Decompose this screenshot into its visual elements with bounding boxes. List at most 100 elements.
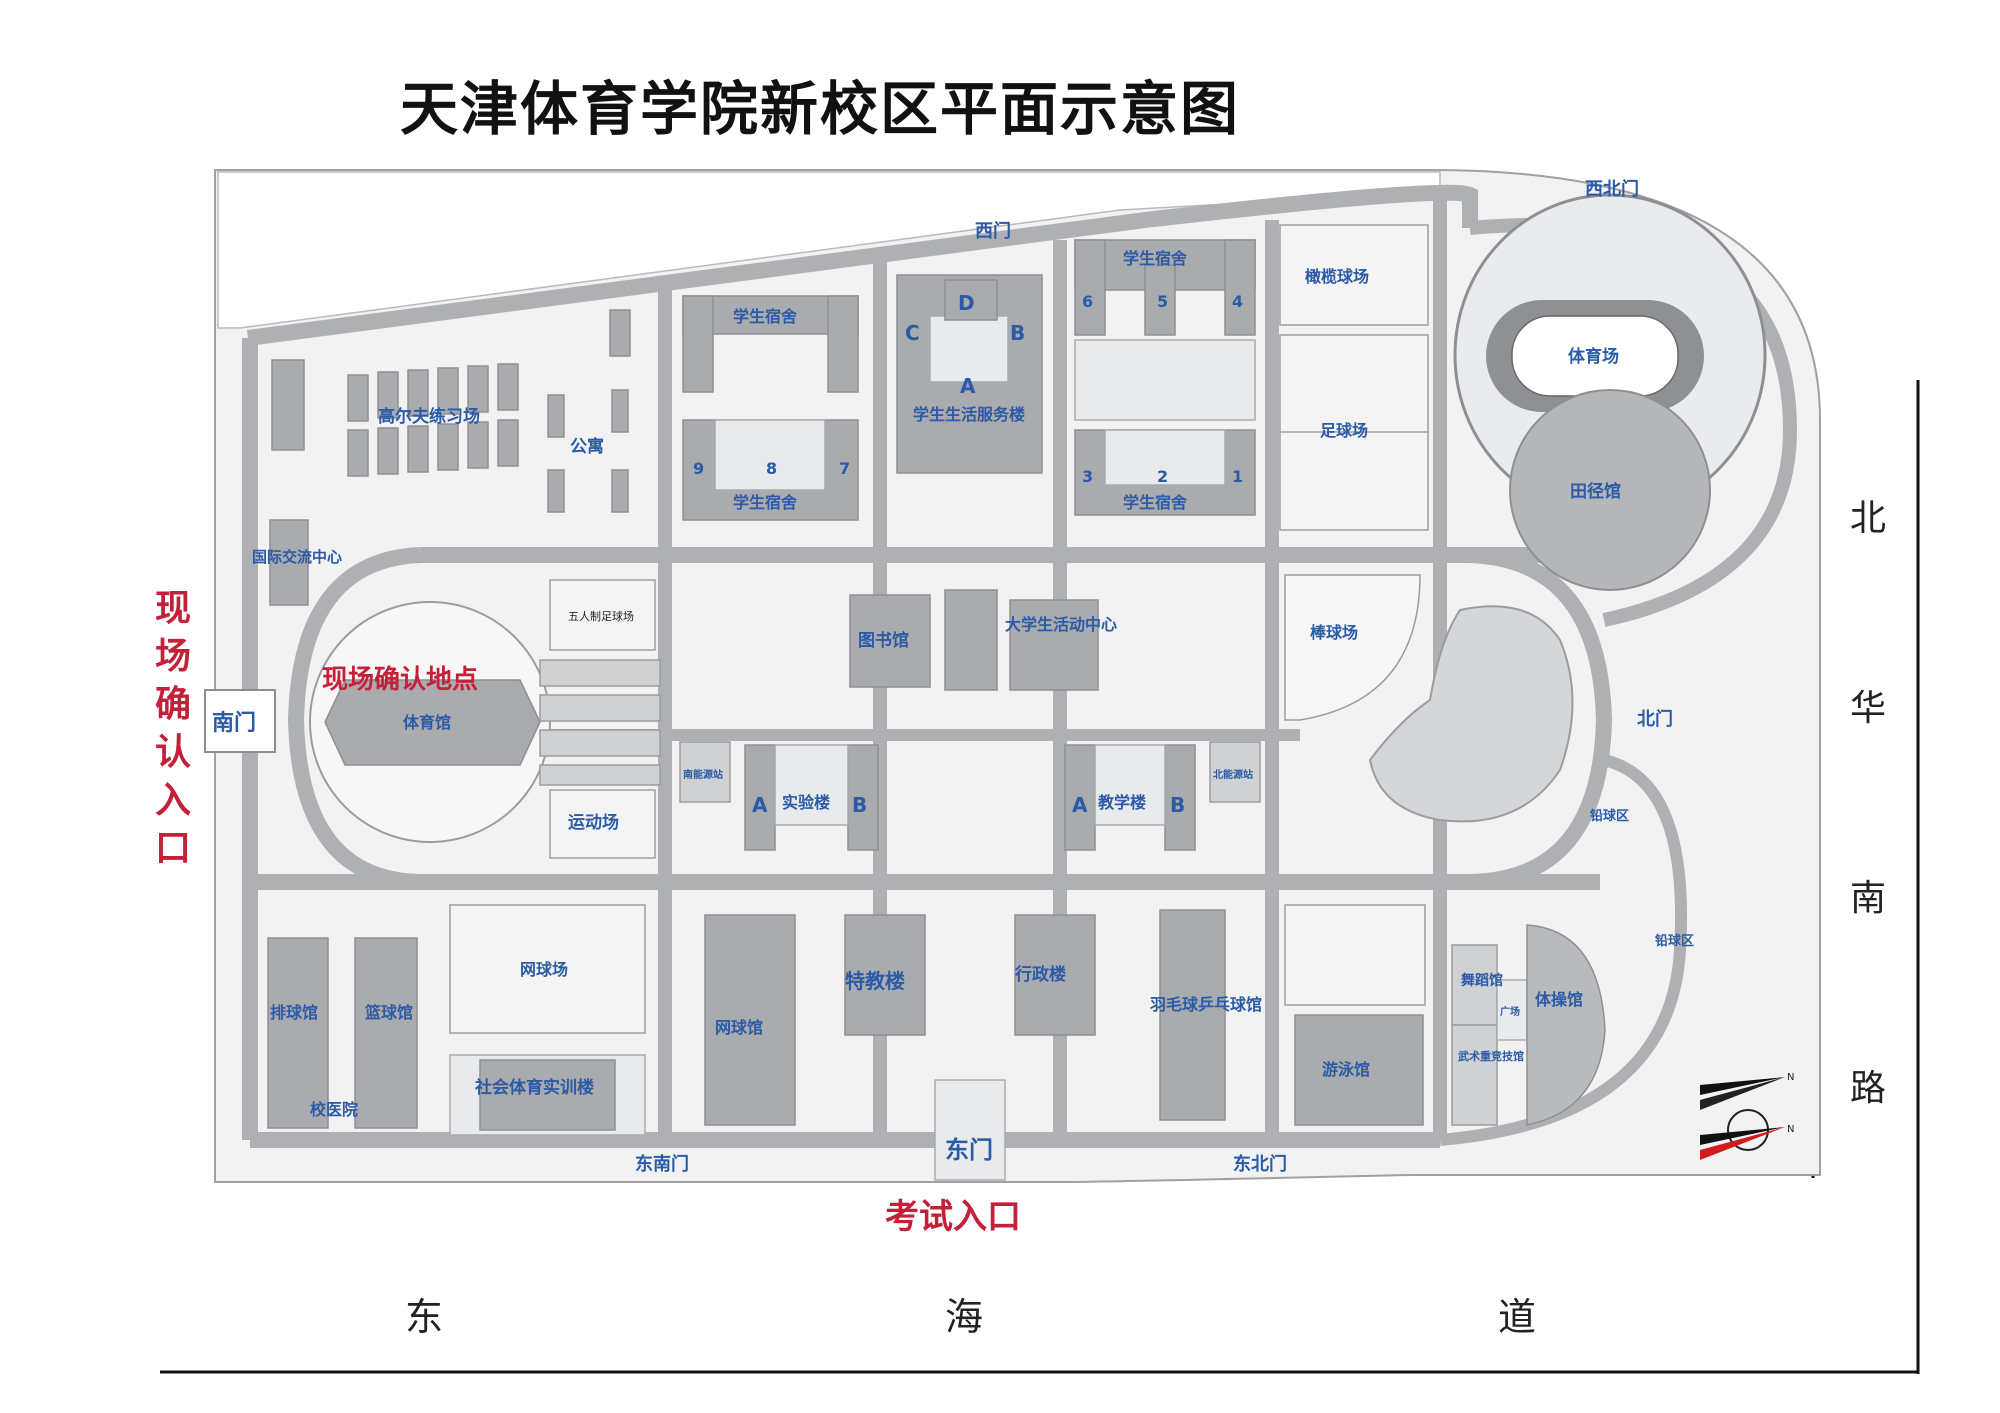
road-label-nan: 南	[1850, 878, 1886, 919]
dorm-num-7: 7	[839, 459, 850, 478]
dorm-num-5: 5	[1157, 292, 1168, 311]
dorm-num-2: 2	[1157, 467, 1168, 486]
activity-building	[1009, 599, 1099, 691]
tennis-court-label: 网球场	[520, 960, 568, 979]
east-oval-road	[1469, 547, 1613, 890]
road-label-east: 东	[405, 1295, 443, 1339]
upper-strip	[217, 171, 1441, 329]
track-hall-dome	[1509, 389, 1711, 591]
dorm-num-4: 4	[1232, 292, 1243, 311]
swim-label: 游泳馆	[1322, 1060, 1370, 1079]
service-d-block	[944, 279, 998, 321]
lab-a-label: A	[752, 793, 768, 817]
gym-inner	[324, 679, 541, 766]
basketball-label: 篮球馆	[364, 1003, 413, 1022]
intl-label: 国际交流中心	[252, 548, 342, 566]
lab-center	[774, 744, 849, 826]
gymnastics-hall	[1526, 924, 1606, 1126]
stadium-label: 体育场	[1568, 346, 1619, 367]
compass-n-label-2: N	[1787, 1124, 1794, 1135]
service-label: 学生生活服务楼	[913, 405, 1025, 424]
swimming-hall	[1294, 1014, 1424, 1126]
social-sports-building	[479, 1059, 616, 1131]
baseball-field	[1284, 574, 1421, 721]
martial-label: 武术重竞技馆	[1458, 1049, 1524, 1063]
library-center	[944, 589, 998, 691]
volleyball-label: 排球馆	[270, 1003, 318, 1022]
road-label-sea: 海	[945, 1295, 983, 1339]
dance-label: 舞蹈馆	[1461, 972, 1503, 989]
service-label-a: A	[960, 374, 976, 398]
confirm-location-label: 现场确认地点	[322, 664, 478, 695]
compass-n-label-1: N	[1787, 1072, 1794, 1083]
volleyball-hall	[267, 937, 329, 1129]
dorm-right-bottom-court	[1104, 429, 1226, 486]
confirm-entrance-label: 现场确认入口	[155, 588, 192, 869]
south-gate-box	[204, 689, 276, 753]
dorm-label-d: 学生宿舍	[1123, 493, 1188, 512]
dorm-label-b: 学生宿舍	[733, 493, 798, 512]
gate-west-label: 西门	[975, 220, 1011, 242]
dorm-num-3: 3	[1082, 467, 1093, 486]
stands-row-4	[539, 764, 661, 786]
baseball-label: 棒球场	[1310, 623, 1358, 642]
social-label: 社会体育实训楼	[474, 1077, 594, 1098]
tennis-court-area	[449, 904, 646, 1034]
service-label-d: D	[958, 291, 975, 315]
teach-label: 教学楼	[1098, 793, 1146, 812]
gate-east-south-label: 东南门	[635, 1153, 689, 1175]
clinic-label: 校医院	[310, 1100, 358, 1119]
teach-a-label: A	[1072, 793, 1088, 817]
service-courtyard	[929, 315, 1009, 383]
dorm-label-a: 学生宿舍	[733, 307, 798, 326]
dorm-num-9: 9	[693, 459, 704, 478]
lab-b-label: B	[852, 793, 867, 817]
road-label-north: 北	[1850, 498, 1886, 539]
exam-entrance-label: 考试入口	[885, 1197, 1021, 1237]
five-a-side-label: 五人制足球场	[568, 609, 634, 623]
gym-label: 体育馆	[403, 713, 451, 732]
gate-northwest-label: 西北门	[1585, 178, 1639, 200]
track-hall-label: 田径馆	[1570, 481, 1621, 502]
square-label: 广场	[1500, 1005, 1520, 1018]
dorm-num-8: 8	[766, 459, 777, 478]
compass-icon	[1700, 1077, 1785, 1160]
sports-field	[549, 789, 656, 859]
service-label-b: B	[1010, 321, 1025, 345]
east-gate-plaza	[934, 1079, 1006, 1181]
stands-row-3	[539, 729, 661, 757]
road-label-lu: 路	[1850, 1068, 1886, 1109]
lake	[1368, 605, 1574, 823]
teach-a-wing	[1064, 744, 1096, 851]
north-energy-station	[1209, 741, 1261, 803]
football-label: 足球场	[1320, 421, 1368, 440]
gate-south-label: 南门	[212, 710, 256, 736]
sports-field-label: 运动场	[568, 813, 619, 833]
gate-north-label: 北门	[1637, 708, 1673, 730]
north-energy-label: 北能源站	[1213, 768, 1253, 781]
dorm-label-c: 学生宿舍	[1123, 249, 1188, 268]
shot-label-a: 铅球区	[1590, 808, 1629, 824]
admin-building	[1014, 914, 1096, 1036]
dorm-num-1: 1	[1232, 467, 1243, 486]
library-building	[849, 594, 931, 688]
dorm-right-6	[1074, 239, 1106, 336]
martial-arts-hall	[1451, 1024, 1498, 1126]
south-energy-label: 南能源站	[683, 768, 723, 781]
teach-center	[1094, 744, 1166, 826]
stands-row-1	[539, 659, 661, 687]
lab-b-wing	[847, 744, 879, 851]
dorm-block-top-r	[827, 295, 859, 393]
west-oval-road	[287, 547, 421, 890]
activity-label: 大学生活动中心	[1005, 615, 1117, 634]
special-education-building	[844, 914, 926, 1036]
gymnastics-label: 体操馆	[1535, 990, 1583, 1009]
stands-row-2	[539, 694, 661, 722]
dorm-right-plaza	[1074, 339, 1256, 421]
apartment-label: 公寓	[570, 436, 604, 457]
dorm-block-top-l	[682, 295, 714, 393]
basketball-hall	[354, 937, 418, 1129]
five-a-side-field	[549, 579, 656, 651]
badminton-hall	[1159, 909, 1226, 1121]
